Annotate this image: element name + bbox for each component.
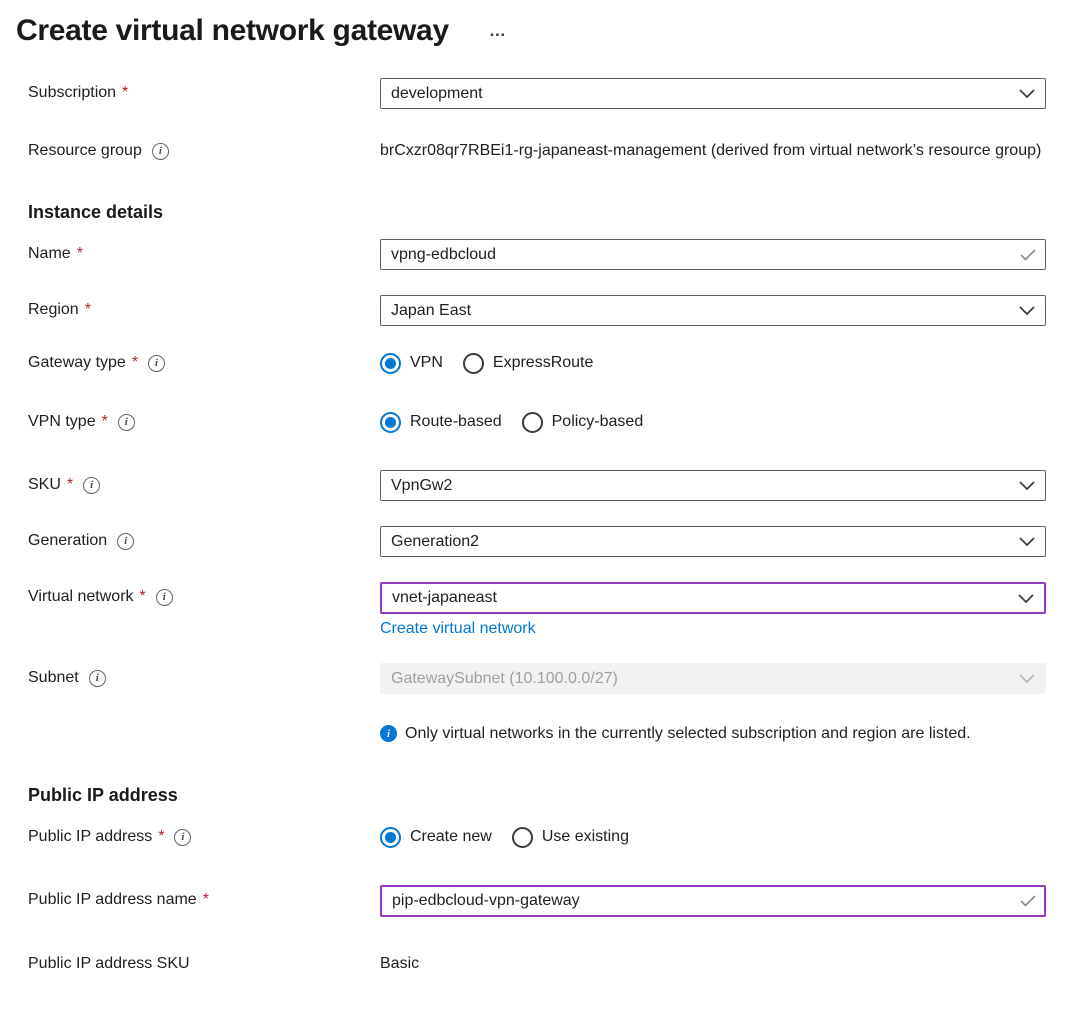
info-icon[interactable]: i — [88, 669, 106, 687]
more-options-button[interactable]: … — [488, 21, 507, 40]
chevron-down-icon — [1019, 537, 1035, 546]
info-icon[interactable]: i — [83, 476, 101, 494]
gateway-type-option-expressroute[interactable]: ExpressRoute — [462, 352, 593, 374]
vpn-type-row: VPN type * i Route-based Policy-based — [28, 407, 1046, 437]
required-marker: * — [84, 301, 91, 318]
gateway-type-radio-group: VPN ExpressRoute — [380, 348, 1046, 378]
required-marker: * — [139, 588, 146, 605]
resource-group-value: brCxzr08qr7RBEi1-rg-japaneast-management… — [380, 142, 1042, 159]
required-marker: * — [202, 891, 209, 908]
subnet-label: Subnet i — [28, 663, 380, 693]
virtual-network-value: vnet-japaneast — [392, 589, 497, 606]
gateway-type-row: Gateway type * i VPN ExpressRoute — [28, 348, 1046, 378]
public-ip-sku-row: Public IP address SKU Basic — [28, 949, 1046, 979]
create-vnet-gateway-page: Create virtual network gateway … Subscri… — [0, 0, 1080, 979]
info-icon[interactable]: i — [148, 354, 166, 372]
vnet-note-text: Only virtual networks in the currently s… — [405, 725, 971, 742]
sku-row: SKU * i VpnGw2 — [28, 470, 1046, 501]
name-field-wrapper — [380, 239, 1046, 270]
generation-value: Generation2 — [391, 532, 480, 550]
chevron-down-icon — [1018, 593, 1034, 603]
subscription-dropdown[interactable]: development — [380, 78, 1046, 109]
public-ip-sku-value: Basic — [380, 955, 420, 972]
radio-unselected-icon — [521, 411, 543, 433]
sku-value: VpnGw2 — [391, 476, 453, 494]
info-icon[interactable]: i — [151, 142, 169, 160]
required-marker: * — [101, 413, 108, 430]
name-label: Name * — [28, 239, 380, 269]
info-filled-icon: i — [380, 725, 397, 742]
radio-selected-icon — [380, 411, 401, 433]
page-header: Create virtual network gateway … — [16, 14, 1064, 48]
public-ip-label: Public IP address * i — [28, 822, 380, 852]
generation-dropdown[interactable]: Generation2 — [380, 526, 1046, 557]
subnet-dropdown-disabled: GatewaySubnet (10.100.0.0/27) — [380, 663, 1046, 694]
public-ip-name-input[interactable] — [380, 885, 1046, 917]
subnet-row: Subnet i GatewaySubnet (10.100.0.0/27) — [28, 663, 1046, 694]
chevron-down-icon — [1019, 89, 1035, 98]
public-ip-option-create-new[interactable]: Create new — [380, 826, 492, 848]
subscription-row: Subscription * development — [28, 78, 1046, 109]
sku-dropdown[interactable]: VpnGw2 — [380, 470, 1046, 501]
region-label: Region * — [28, 295, 380, 325]
generation-row: Generation i Generation2 — [28, 526, 1046, 557]
radio-selected-icon — [380, 826, 401, 848]
required-marker: * — [131, 354, 139, 371]
create-virtual-network-link[interactable]: Create virtual network — [380, 620, 536, 637]
region-value: Japan East — [391, 301, 472, 319]
chevron-down-icon — [1019, 481, 1035, 490]
info-icon[interactable]: i — [155, 588, 173, 606]
subscription-label: Subscription * — [28, 78, 380, 108]
info-icon[interactable]: i — [117, 532, 135, 550]
gateway-type-option-vpn[interactable]: VPN — [380, 352, 443, 374]
required-marker: * — [122, 84, 129, 101]
subscription-value: development — [391, 84, 483, 102]
resource-group-row: Resource group i brCxzr08qr7RBEi1-rg-jap… — [28, 136, 1046, 166]
virtual-network-dropdown[interactable]: vnet-japaneast — [380, 582, 1046, 614]
section-instance-details: Instance details — [28, 202, 164, 222]
name-row: Name * — [28, 239, 1046, 270]
info-icon[interactable]: i — [174, 828, 192, 846]
generation-label: Generation i — [28, 526, 380, 556]
chevron-down-icon — [1019, 306, 1035, 315]
required-marker: * — [76, 245, 83, 262]
public-ip-name-field-wrapper — [380, 885, 1046, 917]
radio-unselected-icon — [511, 826, 533, 848]
gateway-type-label: Gateway type * i — [28, 348, 380, 378]
public-ip-name-row: Public IP address name * — [28, 885, 1046, 917]
info-icon[interactable]: i — [117, 413, 135, 431]
subnet-value: GatewaySubnet (10.100.0.0/27) — [391, 669, 618, 687]
virtual-network-row: Virtual network * i vnet-japaneast Creat… — [28, 582, 1046, 638]
radio-selected-icon — [380, 352, 401, 374]
vnet-info-note: i Only virtual networks in the currently… — [380, 722, 1046, 745]
public-ip-sku-label: Public IP address SKU — [28, 955, 190, 972]
page-title: Create virtual network gateway — [16, 14, 449, 47]
sku-label: SKU * i — [28, 470, 380, 500]
required-marker: * — [158, 828, 165, 845]
radio-unselected-icon — [462, 352, 484, 374]
public-ip-option-use-existing[interactable]: Use existing — [511, 826, 629, 848]
vnet-note-row: i Only virtual networks in the currently… — [28, 722, 1046, 745]
vpn-type-label: VPN type * i — [28, 407, 380, 437]
section-public-ip: Public IP address — [28, 785, 178, 805]
virtual-network-label: Virtual network * i — [28, 582, 380, 612]
vpn-type-option-policy-based[interactable]: Policy-based — [521, 411, 643, 433]
region-row: Region * Japan East — [28, 295, 1046, 326]
public-ip-radio-group: Create new Use existing — [380, 822, 1046, 852]
public-ip-row: Public IP address * i Create new Use exi… — [28, 822, 1046, 852]
vpn-type-option-route-based[interactable]: Route-based — [380, 411, 502, 433]
resource-group-label: Resource group i — [28, 136, 380, 166]
vpn-type-radio-group: Route-based Policy-based — [380, 407, 1046, 437]
name-input[interactable] — [380, 239, 1046, 270]
region-dropdown[interactable]: Japan East — [380, 295, 1046, 326]
gateway-form: Subscription * development Resource grou… — [28, 78, 1046, 979]
required-marker: * — [66, 476, 74, 493]
public-ip-name-label: Public IP address name * — [28, 885, 380, 915]
chevron-down-icon — [1019, 674, 1035, 683]
